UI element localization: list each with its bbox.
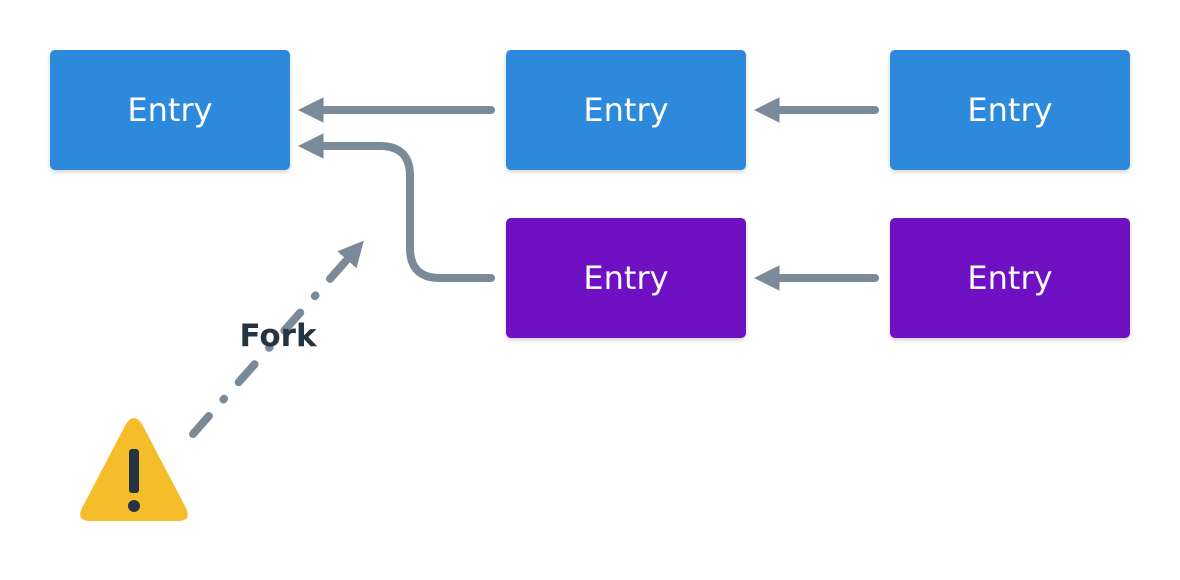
entry-box-1: Entry	[50, 50, 290, 170]
entry-label: Entry	[583, 91, 669, 129]
entry-label: Entry	[583, 259, 669, 297]
entry-box-2: Entry	[506, 50, 746, 170]
fork-label: Fork	[239, 318, 317, 354]
fork-entry-box-2: Entry	[890, 218, 1130, 338]
warning-triangle-icon	[80, 418, 188, 521]
entry-label: Entry	[967, 259, 1053, 297]
fork-entry-box-1: Entry	[506, 218, 746, 338]
arrow-fork-entry1-to-entry1	[298, 133, 495, 282]
entry-label: Entry	[967, 91, 1053, 129]
entry-box-3: Entry	[890, 50, 1130, 170]
entry-label: Entry	[127, 91, 213, 129]
